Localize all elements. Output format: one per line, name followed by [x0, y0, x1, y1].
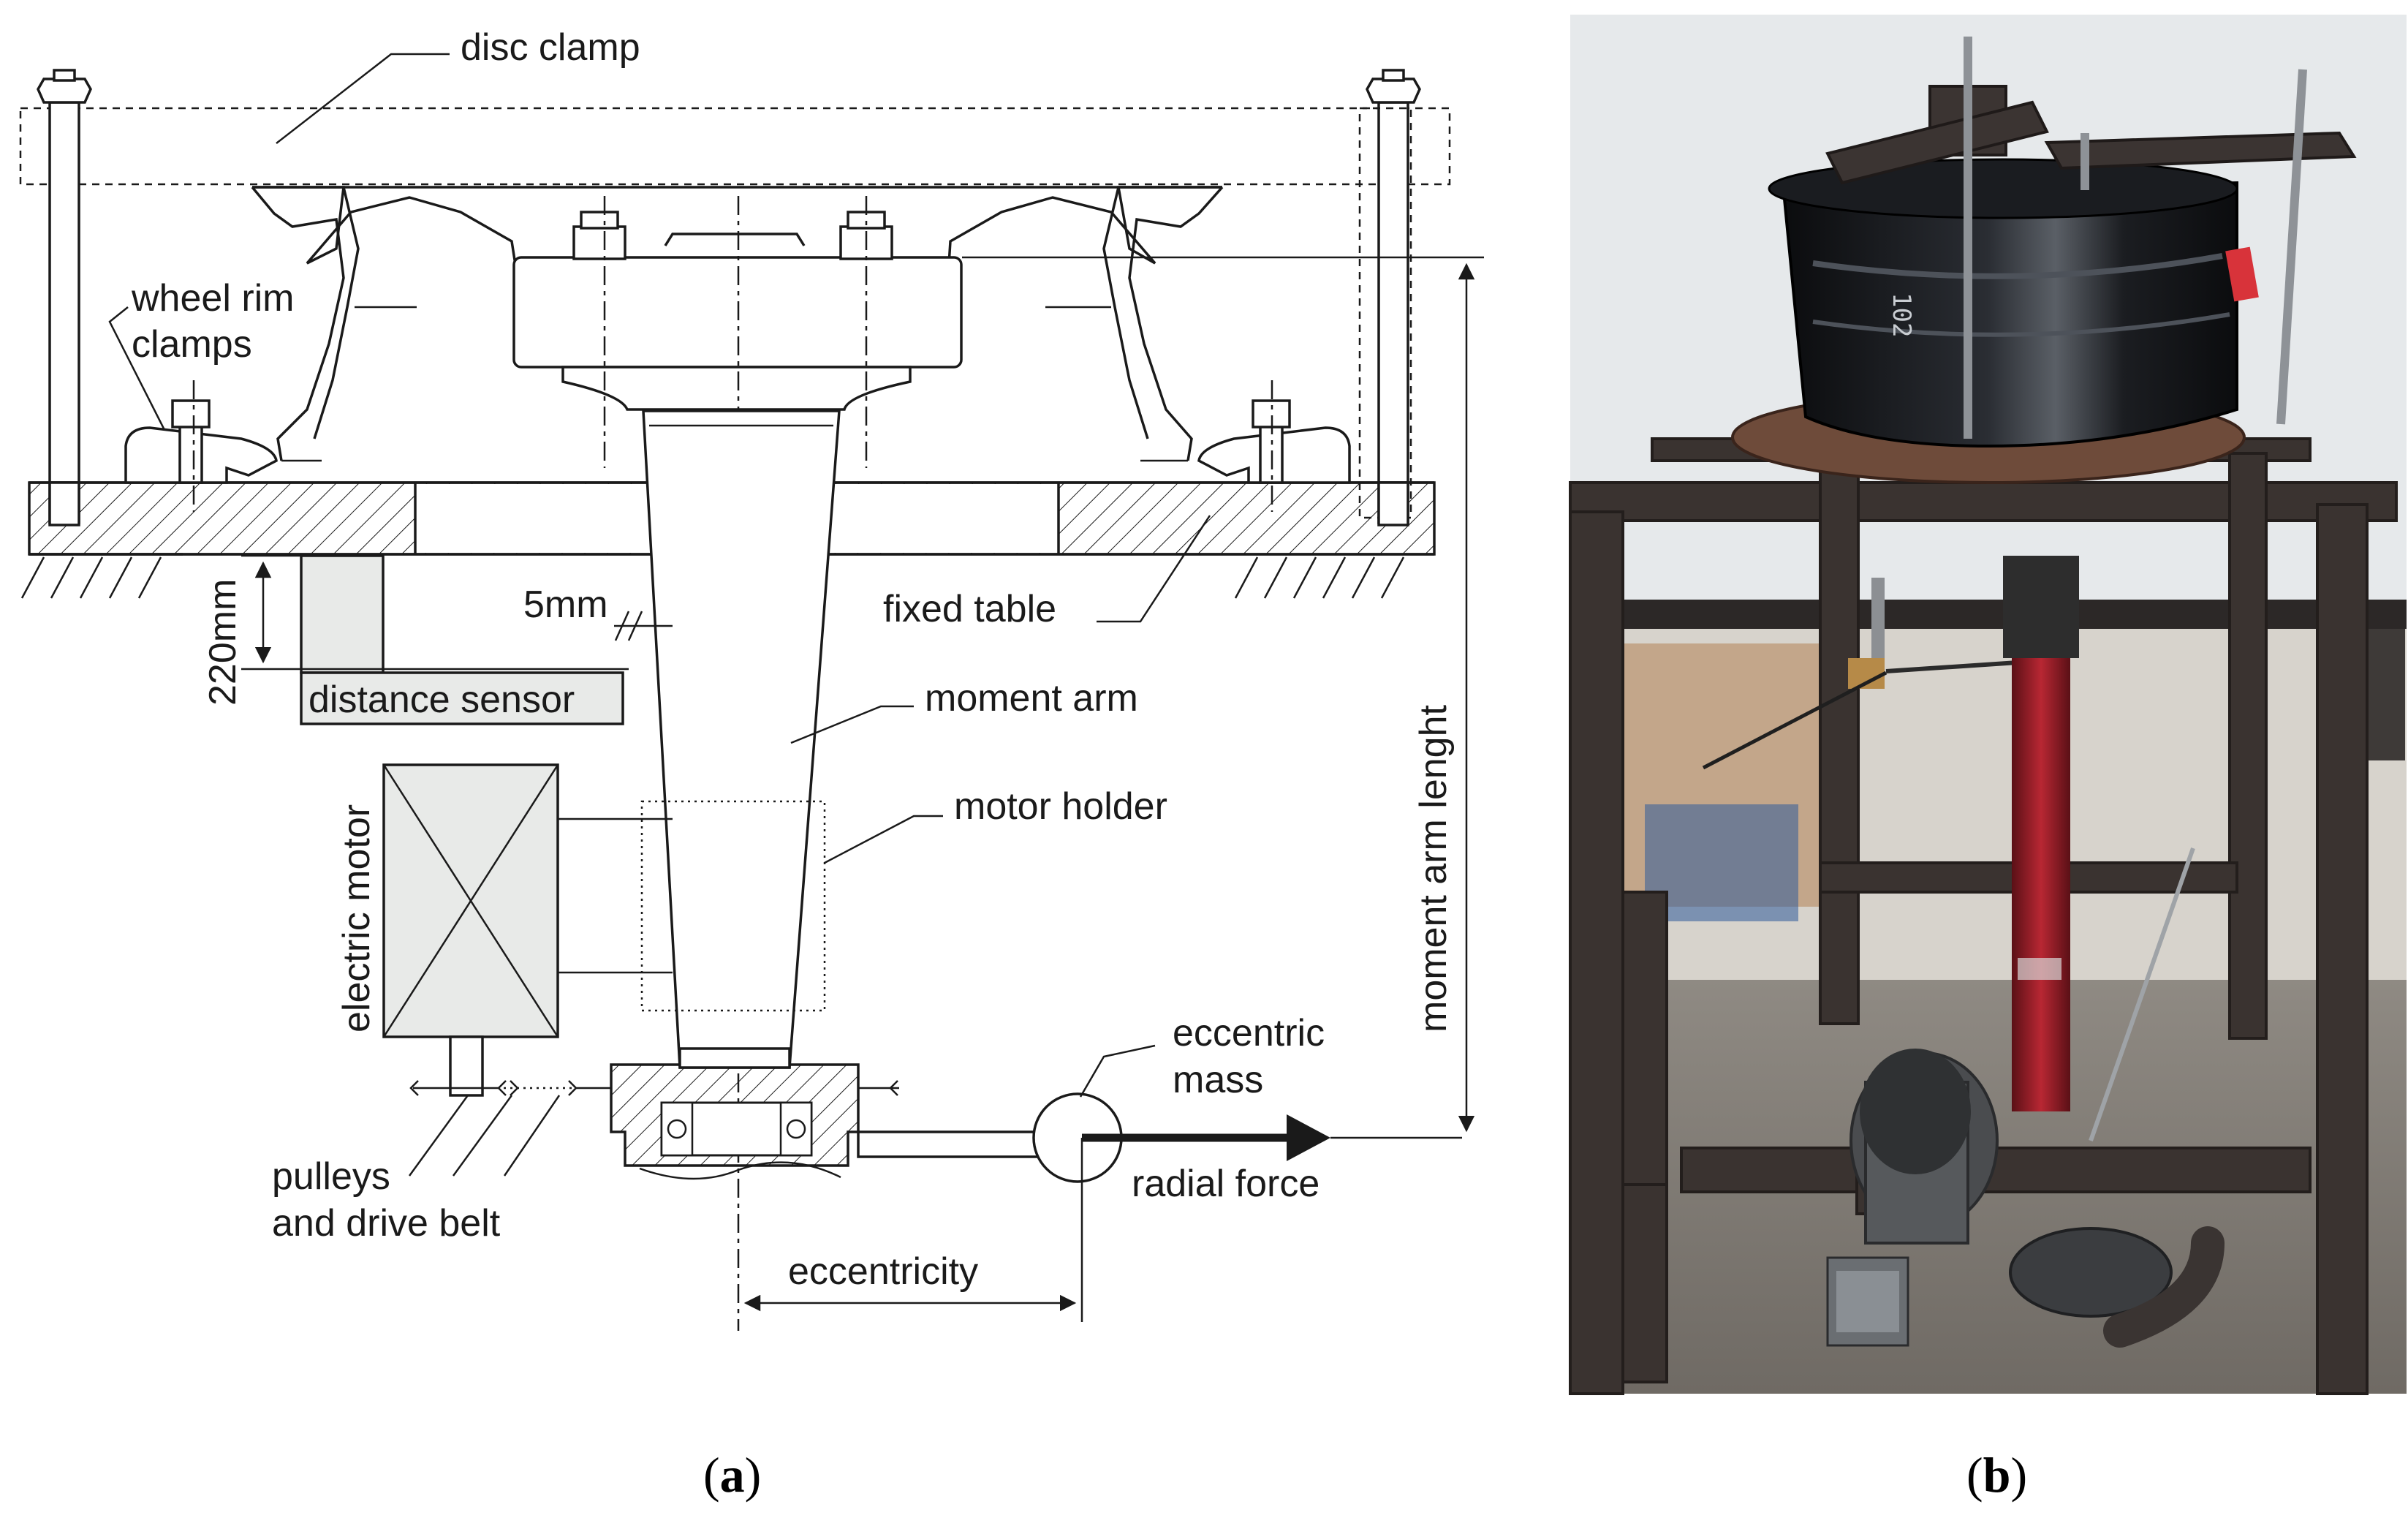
label-pulleys-1: pulleys — [272, 1155, 390, 1198]
label-fixed-table: fixed table — [883, 588, 1056, 630]
label-disc-clamp: disc clamp — [461, 26, 640, 69]
label-wheel-rim-clamps-1: wheel rim — [131, 277, 295, 320]
caption-b-letter: b — [1983, 1447, 2011, 1503]
wheel-rim-clamp-right — [1197, 399, 1351, 484]
moment-arm-leader — [790, 705, 914, 744]
disc-clamp-leader — [276, 53, 450, 144]
label-moment-arm: moment arm — [925, 677, 1138, 720]
label-eccentric-mass-1: eccentric — [1173, 1012, 1325, 1054]
distance-sensor-label-box — [300, 671, 624, 725]
label-wheel-rim-clamps-2: clamps — [132, 323, 252, 366]
bearing-housing — [610, 1047, 860, 1180]
caption-a-close: ) — [745, 1447, 762, 1503]
caption-b-open: ( — [1966, 1447, 1983, 1503]
label-eccentric-mass-2: mass — [1173, 1059, 1263, 1101]
clamp-rod-left — [37, 69, 92, 524]
black-wheel-rim — [1768, 158, 2259, 448]
wheel-rim-profile — [251, 186, 1224, 462]
label-radial-force: radial force — [1132, 1163, 1320, 1205]
label-electric-motor: electric motor — [336, 804, 378, 1032]
radial-force-arrowhead — [1287, 1114, 1330, 1161]
wheel-rim-clamp-left — [124, 399, 278, 484]
dim-eccentricity — [743, 1138, 1083, 1322]
eccentric-rod — [857, 1130, 1040, 1158]
fixed-table-leader — [1097, 515, 1211, 623]
caption-b-close: ) — [2010, 1447, 2027, 1503]
wheel-rim-clamps-leader — [108, 306, 166, 431]
photo-electric-motor — [1826, 1049, 1999, 1347]
motor-holder-outline — [640, 800, 826, 1012]
caption-a: (a) — [703, 1447, 761, 1503]
label-pulleys-2: and drive belt — [272, 1202, 501, 1245]
pulleys-drive-belt — [408, 1080, 899, 1177]
eccentric-mass-leader — [1079, 1044, 1156, 1098]
electric-motor — [382, 763, 673, 1097]
dim-220mm — [241, 554, 629, 671]
disc-clamp-outline — [19, 107, 1451, 186]
gap-5mm-marker — [614, 611, 673, 641]
ground-right — [1234, 556, 1405, 599]
label-motor-holder: motor holder — [954, 785, 1167, 828]
photo-threaded-rods — [1964, 37, 2307, 439]
rim-marking: 102 — [1887, 292, 1916, 337]
panel-a-drawing: disc clamp — [19, 26, 1484, 1331]
caption-a-letter: a — [720, 1447, 745, 1503]
svg-text:(a): (a) — [703, 1447, 761, 1503]
label-220mm: 220mm — [202, 579, 244, 706]
caption-a-open: ( — [703, 1447, 720, 1503]
caption-b: (b) — [1966, 1447, 2027, 1503]
motor-holder-leader — [824, 815, 943, 864]
label-moment-arm-length: moment arm lenght — [1412, 704, 1455, 1032]
label-eccentricity: eccentricity — [788, 1250, 978, 1293]
dim-moment-arm-length — [962, 256, 1484, 1133]
svg-text:(b): (b) — [1966, 1447, 2027, 1503]
label-distance-sensor: distance sensor — [308, 679, 575, 721]
label-5mm: 5mm — [523, 584, 608, 626]
clamp-rod-right — [1358, 69, 1421, 524]
distance-sensor-body — [300, 554, 385, 674]
panel-b-photo: 102 — [1569, 15, 2407, 1395]
moment-arm — [642, 409, 841, 1069]
ground-left — [20, 553, 183, 599]
